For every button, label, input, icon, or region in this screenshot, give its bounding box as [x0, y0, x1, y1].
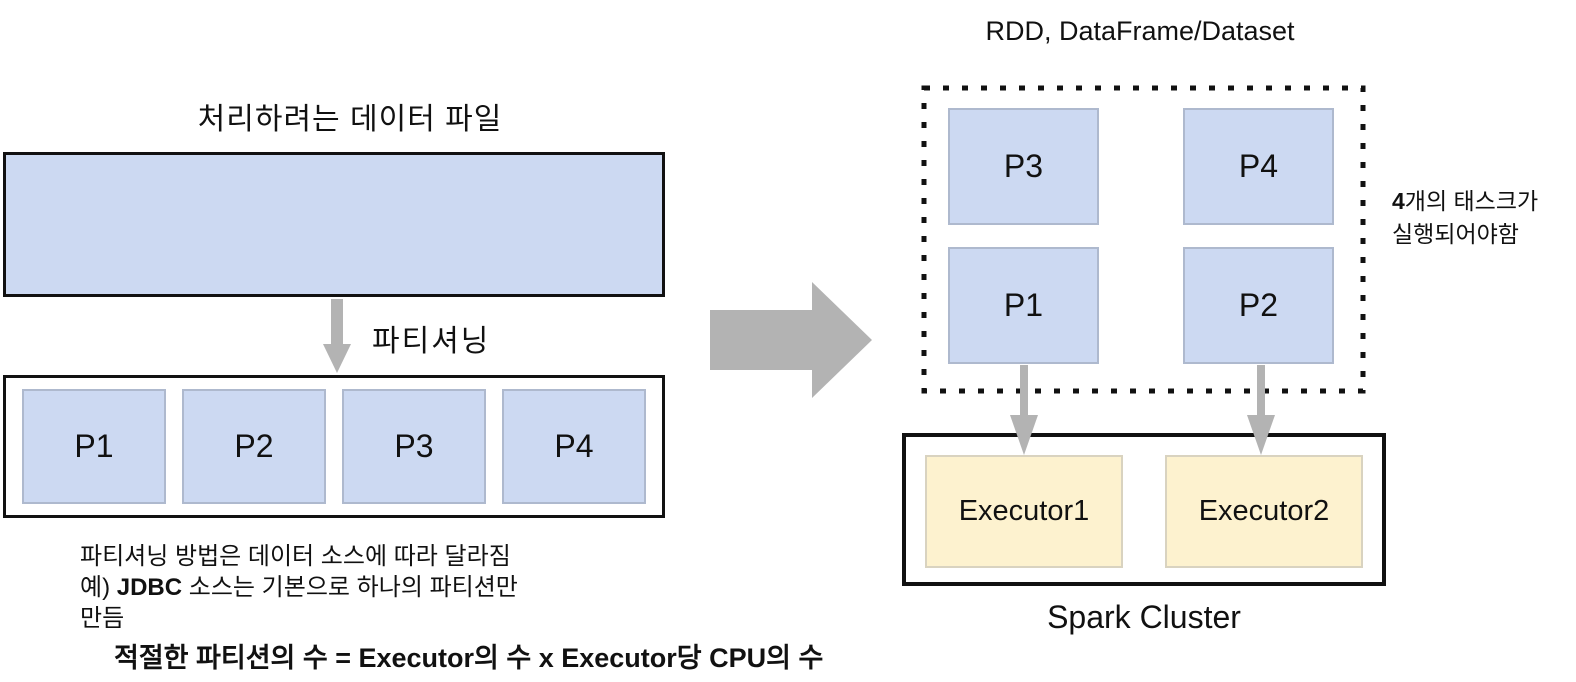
partition-count-formula: 적절한 파티션의 수 = Executor의 수 x Executor당 CPU…	[114, 643, 824, 673]
annotation-line-1: 4개의 태스크가	[1392, 188, 1539, 214]
executor1-box: Executor1	[925, 455, 1123, 568]
rdd-partition-p4: P4	[1183, 108, 1334, 225]
partitioning-arrow	[323, 299, 351, 373]
partitioning-label: 파티셔닝	[372, 325, 491, 358]
note-line-3: 만듬	[80, 605, 125, 632]
rdd-partition-p1: P1	[948, 247, 1099, 364]
rdd-partition-p2: P2	[1183, 247, 1334, 364]
partition-container: P1 P2 P3 P4	[3, 375, 665, 518]
transform-right-arrow	[710, 282, 872, 398]
source-data-title: 처리하려는 데이터 파일	[197, 103, 503, 136]
partitioning-note: 파티셔닝 방법은 데이터 소스에 따라 달라짐 예) JDBC 소스는 기본으로…	[80, 541, 518, 634]
partition-box-p4: P4	[502, 389, 646, 504]
note-line-2: 예) JDBC 소스는 기본으로 하나의 파티션만	[80, 574, 518, 601]
partition-box-p2: P2	[182, 389, 326, 504]
partition-box-p3: P3	[342, 389, 486, 504]
annotation-line-2: 실행되어야함	[1392, 221, 1519, 247]
rdd-partition-p3: P3	[948, 108, 1099, 225]
source-data-box	[3, 152, 665, 297]
tasks-annotation: 4개의 태스크가 실행되어야함	[1392, 185, 1538, 251]
rdd-title: RDD, DataFrame/Dataset	[985, 16, 1295, 46]
spark-cluster-box: Executor1 Executor2	[902, 433, 1386, 586]
partition-box-p1: P1	[22, 389, 166, 504]
note-line-1: 파티셔닝 방법은 데이터 소스에 따라 달라짐	[80, 543, 511, 570]
spark-cluster-label: Spark Cluster	[1047, 599, 1241, 635]
executor2-box: Executor2	[1165, 455, 1363, 568]
